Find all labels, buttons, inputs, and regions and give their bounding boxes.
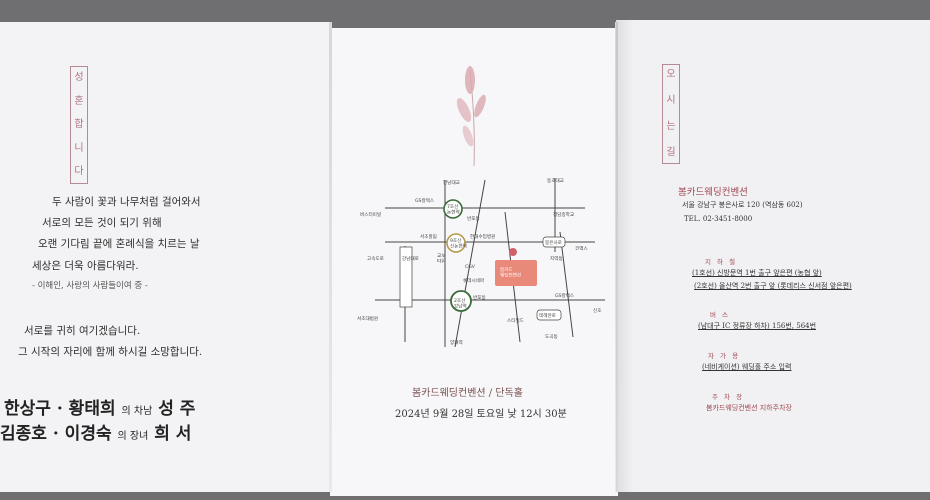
message-line: 서로를 귀히 여기겠습니다. xyxy=(24,325,141,337)
map-label-hannam: 한남대교 xyxy=(443,179,460,186)
fold-line-right xyxy=(615,22,618,492)
map-label-goyae: 고속도로 xyxy=(367,255,384,262)
poem-credit: - 이해인, 사랑의 사람들이여 중 - xyxy=(32,281,148,291)
map-label-sindo: 신호 xyxy=(593,307,601,314)
bus-title: 버 스 xyxy=(710,311,731,319)
fold-shadow xyxy=(616,20,634,492)
right-panel xyxy=(616,20,930,492)
map-label-seocho: 서초할림 xyxy=(420,233,437,240)
title-char: 다 xyxy=(74,166,84,177)
right-address: 서울 강남구 봉은사로 120 (역삼동 602) xyxy=(682,201,803,209)
car-line: (네비게이션) 웨딩홀 주소 입력 xyxy=(702,363,792,371)
right-venue-name: 봄카드웨딩컨벤션 xyxy=(678,187,748,198)
poem-line: 세상은 더욱 아름다워라. xyxy=(32,260,139,272)
map-label-dongho: 동호대교 xyxy=(547,177,564,184)
bride-line: 김종호 · 이경숙 의 장녀 희 서 xyxy=(0,419,191,444)
map-label-cgv: CGV xyxy=(465,264,476,270)
map-label-bus-terminal: 버스터미널 xyxy=(360,211,381,218)
bongeunsa-box xyxy=(542,236,566,248)
map-label-gs-bottom: GS칼텍스 xyxy=(555,292,574,299)
title-char: 니 xyxy=(74,142,84,154)
bride-parents: 김종호 · 이경숙 xyxy=(0,424,112,444)
groom-relation: 의 차남 xyxy=(121,406,153,417)
venue-badge xyxy=(495,260,537,286)
venue-pin-icon xyxy=(509,248,517,256)
subway-line: (2호선) 올산역 2번 출구 앞 (롯데리스 신서점 앞은편) xyxy=(694,282,852,290)
title-char: 합 xyxy=(74,119,84,130)
parking-line: 봄카드웨딩컨벤션 지하주차장 xyxy=(706,404,792,412)
map-label-hanssal: 한대수입병원 xyxy=(470,233,495,240)
map-label-banpo: 반포동 xyxy=(467,215,480,222)
station-9-marker xyxy=(446,233,466,253)
subway-title: 지 하 철 xyxy=(705,258,738,266)
map-label-dogok: 도곡동 xyxy=(545,334,558,340)
title-char: 는 xyxy=(666,121,676,132)
poem-line: 서로의 모든 것이 되기 위해 xyxy=(42,217,162,229)
groom-name: 성 주 xyxy=(158,399,196,419)
map-label-lotte: 롯데시네마 xyxy=(463,277,485,284)
map-label-seocho-court: 서초대법원 xyxy=(357,315,378,322)
poem-line: 두 사람이 꽃과 나무처럼 걸어와서 xyxy=(52,196,201,208)
map-label-starfield: 스타필드 xyxy=(507,317,524,324)
message-line: 그 시작의 자리에 함께 하시길 소망합니다. xyxy=(18,346,203,358)
map-label-cheongdam: 청담중학교 xyxy=(553,211,574,218)
car-title: 자 가 용 xyxy=(708,352,741,360)
station-2-marker xyxy=(450,290,472,312)
subway-line: (1호선) 신방문역 1번 출구 앞은편 (농협 앞) xyxy=(692,269,822,277)
map-label-yangjae: 양재역 xyxy=(450,339,463,346)
parking-title: 주 차 장 xyxy=(712,393,745,401)
title-char: 길 xyxy=(666,147,676,158)
map-label-jiyeok: 지역동 xyxy=(550,255,563,262)
groom-parents: 한상구 · 황태희 xyxy=(4,399,116,419)
gangnamdaero-box xyxy=(399,246,413,308)
title-char: 혼 xyxy=(74,95,84,107)
map-label-teheranro: 테헤란로 xyxy=(539,312,556,319)
middle-panel xyxy=(330,28,618,496)
fold-line-left xyxy=(329,22,332,492)
right-vertical-title: 오 시 는 길 xyxy=(662,64,680,164)
teheranro-box xyxy=(536,309,562,321)
bride-relation: 의 장녀 xyxy=(117,431,149,442)
venue-line: 봄카드웨딩컨벤션 / 단독홀 xyxy=(412,388,523,399)
groom-line: 한상구 · 황태희 의 차남 성 주 xyxy=(4,394,195,419)
poem-line: 오랜 기다림 끝에 혼례식을 치르는 날 xyxy=(38,238,200,250)
title-char: 성 xyxy=(74,72,84,83)
date-line: 2024년 9월 28일 토요일 낮 12시 30분 xyxy=(395,409,567,420)
right-tel: TEL. 02-3451-8000 xyxy=(684,215,753,223)
left-panel xyxy=(0,22,332,492)
station-7-marker xyxy=(443,199,463,219)
map-label-bongeunsa: 봉은사로 xyxy=(545,239,562,246)
map-label-gangnamdaero: 강남대로 xyxy=(402,255,419,262)
left-vertical-title: 성 혼 합 니 다 xyxy=(70,66,88,184)
map-label-coex: 코엑스 xyxy=(575,245,588,252)
title-char: 시 xyxy=(666,95,676,106)
map-label-banpo2: 반포동 xyxy=(473,294,486,301)
map-label-gs-top: GS칼텍스 xyxy=(415,197,434,204)
bus-line: (남대구 IC 정류장 하차) 156번, 564번 xyxy=(698,322,817,330)
bride-name: 희 서 xyxy=(154,424,192,444)
pampas-grass-illustration xyxy=(456,66,486,167)
title-char: 오 xyxy=(666,69,676,80)
